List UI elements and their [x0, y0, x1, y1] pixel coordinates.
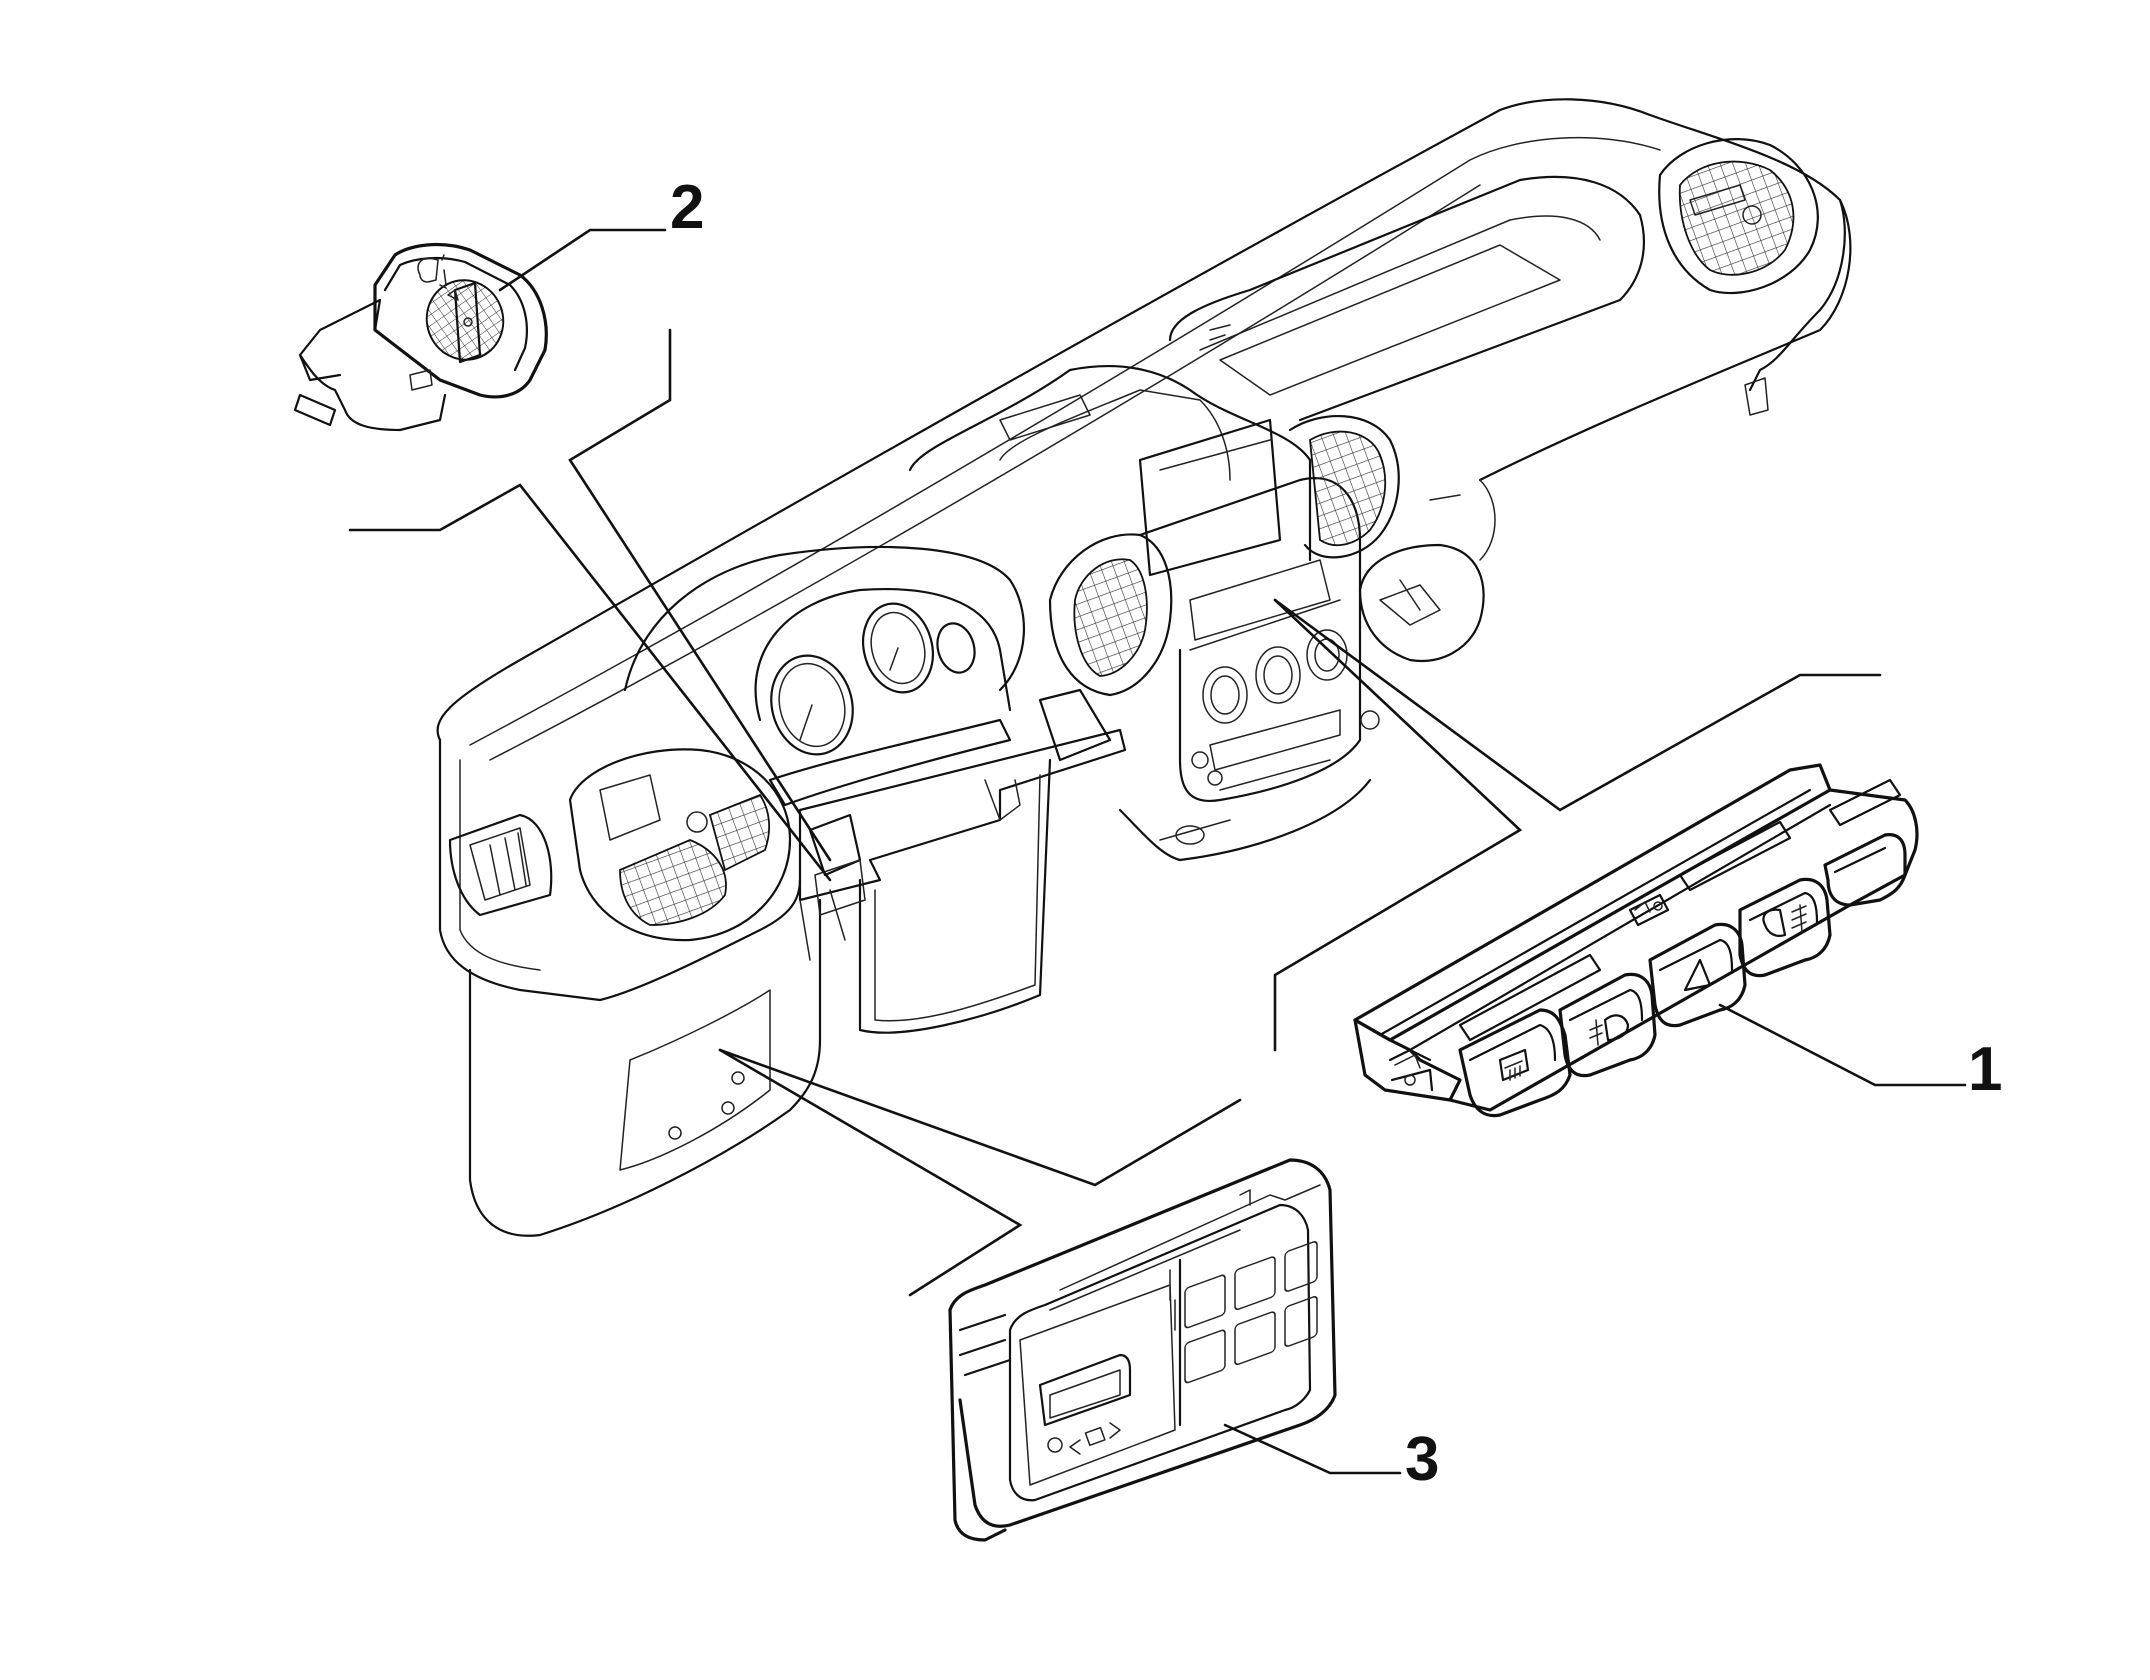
- callout-3: 3: [1405, 1425, 1439, 1494]
- trip-computer-keys: [1184, 1241, 1318, 1384]
- rear-fog-light-button: [1558, 972, 1657, 1078]
- tachometer-gauge: [862, 602, 934, 694]
- left-air-vent-housing: [568, 748, 792, 942]
- dashboard-assembly: [436, 98, 1852, 1237]
- center-right-air-vent: [1288, 415, 1400, 559]
- rear-window-defrost-icon: [1498, 1048, 1530, 1082]
- callout-1: 1: [1968, 1035, 2002, 1104]
- rear-fog-light-icon: [1589, 1014, 1630, 1046]
- center-storage-bin: [908, 364, 1312, 562]
- leader-line-3: [1223, 1423, 1402, 1475]
- rear-defrost-button: [1458, 1008, 1572, 1118]
- trip-computer-display: [1038, 1353, 1132, 1427]
- passenger-upper-glovebox: [1168, 175, 1645, 422]
- leader-lines: [348, 228, 1967, 1475]
- front-fog-light-icon: [1762, 904, 1807, 937]
- hazard-warning-button: [1648, 922, 1747, 1028]
- heater-knob-center: [1255, 646, 1301, 704]
- speedometer-gauge: [770, 654, 854, 756]
- dashboard-top-edge: [436, 98, 1852, 742]
- upper-blank-1: [1458, 953, 1602, 1042]
- callout-2: 2: [670, 173, 704, 242]
- dashboard-lower-left-panel: [468, 898, 822, 1237]
- dashboard-switch-panel: [1353, 763, 1919, 1118]
- right-air-vent: [1658, 138, 1819, 295]
- headlamp-levelling-icon: [417, 254, 447, 289]
- headlamp-levelling-icon: [1628, 893, 1670, 927]
- switch-panel-end-cap: [1353, 1018, 1462, 1102]
- front-fog-light-button: [1738, 877, 1832, 978]
- trip-computer-display-icon: [1047, 1422, 1121, 1455]
- heater-knob-left: [1202, 666, 1248, 724]
- steering-column-opening: [858, 758, 1052, 1034]
- headlamp-levelling-switch: [293, 243, 548, 432]
- blank-switch: [1823, 833, 1907, 907]
- fuel-temp-gauge: [936, 622, 976, 674]
- instrument-cluster-hood: [623, 545, 1025, 692]
- left-air-vent-grille: [619, 839, 727, 926]
- center-left-air-vent: [1048, 533, 1173, 697]
- leader-line-2: [498, 228, 667, 292]
- hazard-warning-icon: [1683, 958, 1712, 992]
- dashboard-left-end: [438, 738, 802, 1002]
- heater-knob-right: [1306, 629, 1348, 681]
- leader-line-1: [1718, 1003, 1967, 1087]
- trip-computer-panel: [948, 1158, 1337, 1542]
- cupholder: [1358, 543, 1485, 663]
